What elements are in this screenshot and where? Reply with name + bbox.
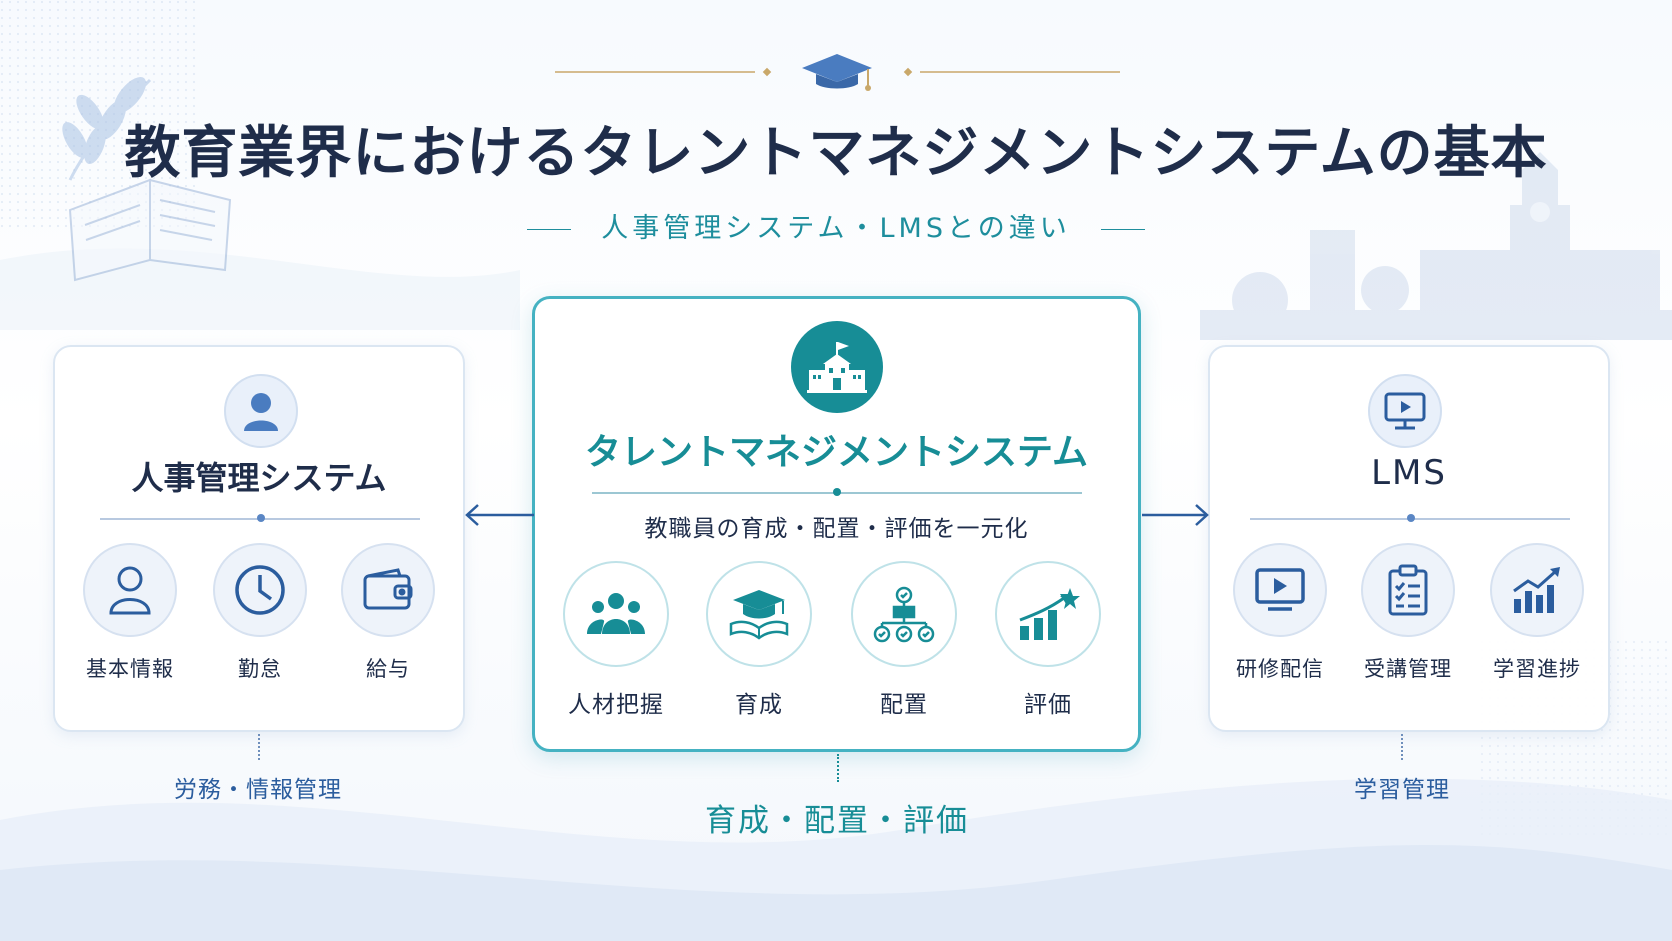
org-chart-icon: [851, 561, 957, 667]
lms-footer-label: 学習管理: [1354, 777, 1450, 803]
center-item-placement: 配置: [849, 561, 959, 719]
talent-management-description: 教職員の育成・配置・評価を一元化: [644, 516, 1029, 542]
lms-title: LMS: [1371, 453, 1447, 493]
talent-management-card: タレントマネジメントシステム 教職員の育成・配置・評価を一元化 人材把握: [532, 296, 1141, 752]
open-book-icon: [68, 178, 232, 282]
growth-chart-icon: [995, 561, 1101, 667]
leaf-branch-icon: [62, 76, 152, 181]
wallet-icon: [341, 543, 435, 637]
hr-footer-label: 労務・情報管理: [174, 777, 342, 803]
subtitle-text: 人事管理システム・LMSとの違い: [601, 213, 1071, 244]
hr-item-basic-info: 基本情報: [75, 543, 185, 683]
clock-icon: [213, 543, 307, 637]
center-item-label: 評価: [1024, 692, 1072, 718]
cap-book-icon: [706, 561, 812, 667]
hr-item-label: 勤怠: [238, 657, 282, 681]
header-ornament: [555, 54, 1120, 91]
lms-item-label: 研修配信: [1236, 657, 1324, 681]
clipboard-checklist-icon: [1361, 543, 1455, 637]
lms-item-training-delivery: 研修配信: [1225, 543, 1335, 683]
center-item-label: 育成: [735, 692, 783, 718]
hr-system-card: 人事管理システム 基本情報 勤怠 給与: [53, 345, 465, 732]
center-connector: [837, 754, 839, 782]
subtitle-rule-left: [527, 228, 572, 231]
center-item-talent-grasp: 人材把握: [561, 561, 671, 719]
lms-card: LMS 研修配信 受講管理: [1208, 345, 1610, 732]
hr-system-title: 人事管理システム: [131, 459, 387, 497]
hr-item-attendance: 勤怠: [205, 543, 315, 683]
lms-divider-dot: [1407, 514, 1415, 522]
center-item-label: 人材把握: [568, 692, 664, 718]
user-icon: [83, 543, 177, 637]
center-item-development: 育成: [704, 561, 814, 719]
progress-chart-icon: [1490, 543, 1584, 637]
graduation-cap-icon: [802, 54, 872, 91]
arrow-to-lms: [1142, 504, 1209, 526]
center-item-evaluation: 評価: [993, 561, 1103, 719]
arrow-to-hr: [465, 504, 534, 526]
lms-item-label: 受講管理: [1364, 657, 1452, 681]
person-icon: [224, 374, 298, 448]
lms-item-enrollment: 受講管理: [1353, 543, 1463, 683]
center-footer-label: 育成・配置・評価: [705, 803, 969, 839]
page-title: 教育業界におけるタレントマネジメントシステムの基本: [124, 120, 1548, 186]
lms-item-learning-progress: 学習進捗: [1482, 543, 1592, 683]
video-play-icon: [1233, 543, 1327, 637]
lms-item-label: 学習進捗: [1493, 657, 1581, 681]
center-item-label: 配置: [880, 692, 928, 718]
people-group-icon: [563, 561, 669, 667]
lms-connector: [1401, 734, 1403, 760]
monitor-play-icon: [1368, 374, 1442, 448]
subtitle-rule-right: [1100, 228, 1145, 231]
campus-building-icon: [1200, 152, 1672, 340]
talent-management-title: タレントマネジメントシステム: [585, 431, 1088, 473]
hr-item-label: 基本情報: [86, 657, 174, 681]
hr-item-salary: 給与: [333, 543, 443, 683]
school-building-icon: [791, 321, 883, 413]
center-divider-dot: [833, 488, 841, 496]
hr-divider-dot: [257, 514, 265, 522]
hr-item-label: 給与: [366, 657, 410, 681]
page-subtitle: 人事管理システム・LMSとの違い: [0, 206, 1672, 245]
hr-connector: [258, 734, 260, 760]
